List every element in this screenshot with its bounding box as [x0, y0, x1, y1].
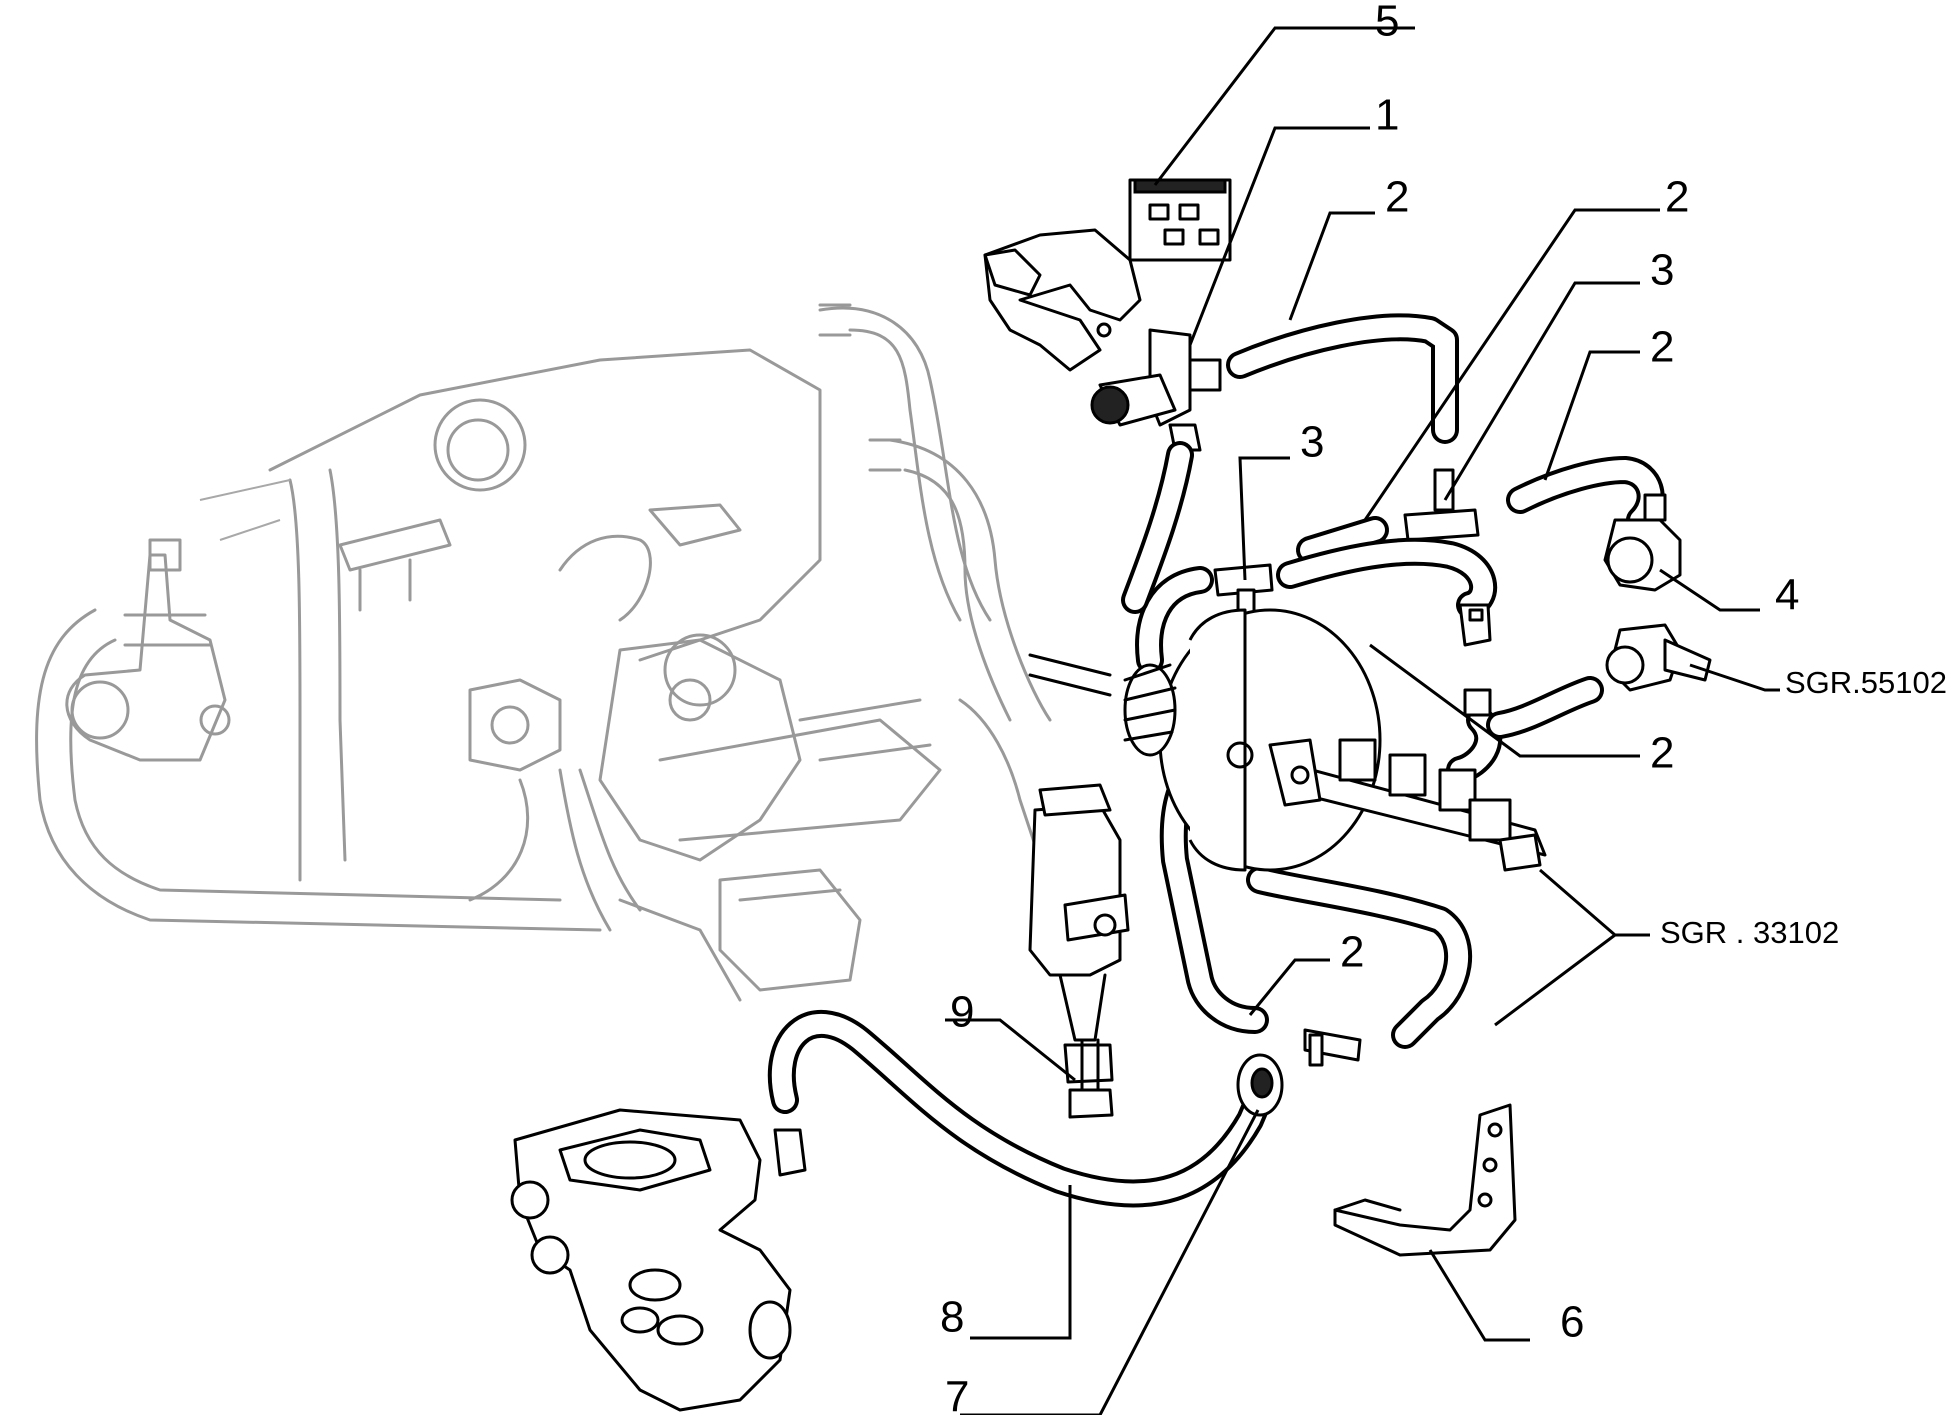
callout-8: 8 [940, 1293, 964, 1342]
leader-2e [1248, 958, 1330, 1016]
callout-2e: 2 [1340, 928, 1364, 977]
callout-2d: 2 [1650, 729, 1674, 778]
callout-2b: 2 [1665, 173, 1689, 222]
callout-5: 5 [1375, 0, 1399, 46]
ref-sgr55102: SGR.55102 [1785, 665, 1947, 700]
engine-ghost-outline [35, 303, 1052, 1002]
small-pipe-fitting [1303, 1028, 1362, 1067]
mounting-bracket-part [1333, 1103, 1517, 1257]
leader-1 [1188, 126, 1370, 346]
callout-labels: 5 1 2 2 3 3 2 4 2 2 9 8 7 6 SGR.55102 SG… [940, 0, 1947, 1415]
leader-4 [1659, 568, 1760, 612]
callout-4: 4 [1775, 571, 1799, 620]
leader-7 [960, 1109, 1260, 1415]
callout-3b: 3 [1300, 418, 1324, 467]
leader-3b [1238, 456, 1290, 581]
leader-3a [1443, 281, 1640, 501]
callout-2a: 2 [1385, 173, 1409, 222]
leader-2b [1363, 208, 1660, 521]
leader-2d [1369, 643, 1640, 758]
leader-9 [945, 1018, 1076, 1082]
leader-lines [945, 26, 1780, 1415]
callout-7: 7 [945, 1373, 969, 1415]
leader-6 [1428, 1249, 1530, 1342]
brake-booster-part [1028, 608, 1547, 872]
callout-3a: 3 [1650, 246, 1674, 295]
callout-1: 1 [1375, 91, 1399, 140]
leader-sgr55102 [1689, 663, 1780, 692]
long-hose-part [767, 1009, 1284, 1208]
pressure-sensor-part [1028, 783, 1130, 1119]
throttle-body-part [510, 1108, 807, 1412]
relay-bracket-part [983, 178, 1232, 372]
leader-2a [1288, 211, 1375, 321]
leader-8 [970, 1185, 1072, 1340]
solenoid-valve-part [1090, 328, 1222, 452]
leader-2c [1543, 350, 1640, 481]
callout-2c: 2 [1650, 323, 1674, 372]
callout-6: 6 [1560, 1298, 1584, 1347]
leader-sgr33102-b [1494, 933, 1616, 1027]
ref-sgr33102: SGR . 33102 [1660, 915, 1839, 950]
leader-5 [1153, 26, 1415, 186]
leader-sgr33102-a [1539, 868, 1650, 937]
callout-9: 9 [950, 988, 974, 1037]
